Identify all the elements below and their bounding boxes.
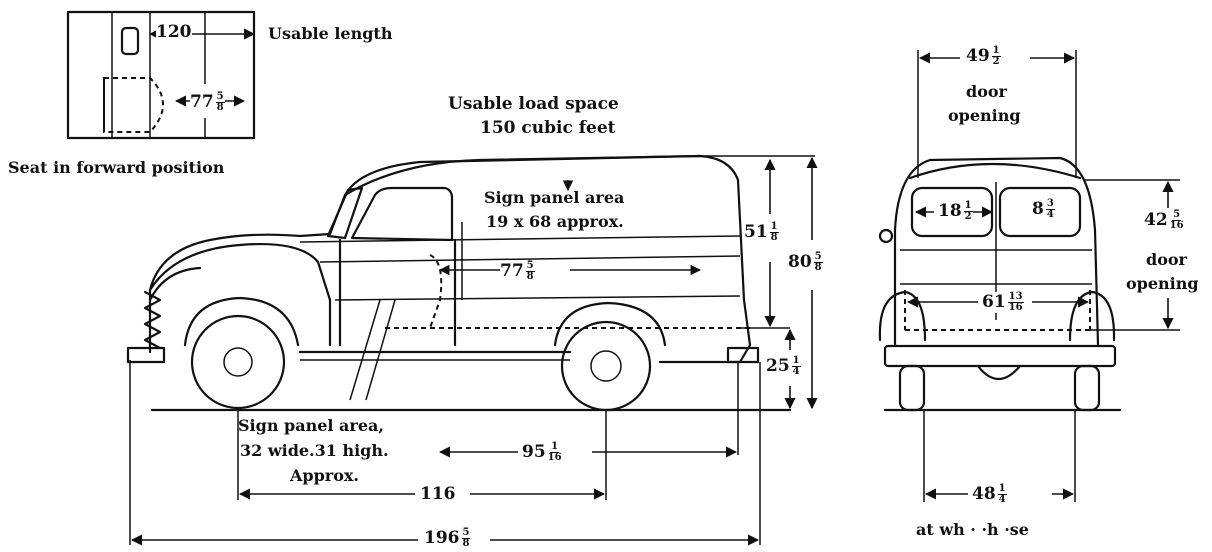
load-space-volume: 150 cubic feet xyxy=(480,118,616,138)
overall-length-den: 8 xyxy=(462,538,470,549)
door-height-num: 5 xyxy=(1172,209,1182,221)
door-height-label-line2: opening xyxy=(1126,274,1199,293)
inner-height-num: 1 xyxy=(769,221,779,233)
load-space-title: Usable load space xyxy=(448,94,619,114)
door-width-label-line2: opening xyxy=(948,106,1021,125)
rear-bottom-caption: at wh · ·h ·se xyxy=(916,520,1029,539)
overall-height-num: 5 xyxy=(813,251,823,263)
window-right-den: 4 xyxy=(1046,209,1054,220)
between-den: 4 xyxy=(998,494,1006,505)
overall-height-den: 8 xyxy=(814,262,822,273)
between-num: 1 xyxy=(997,483,1007,495)
inset-width-num: 5 xyxy=(215,91,225,103)
window-right-num: 3 xyxy=(1045,198,1055,210)
floor-height-num: 1 xyxy=(791,355,801,367)
overall-length-num: 5 xyxy=(461,527,471,539)
window-left-num: 1 xyxy=(963,200,973,212)
interior-length-den: 8 xyxy=(526,271,534,282)
door-width-den: 2 xyxy=(992,56,1000,67)
sign-panel-lower-line3: Approx. xyxy=(290,466,359,485)
floor-width-whole: 61 xyxy=(982,292,1006,312)
inner-height-den: 8 xyxy=(770,232,778,243)
inset-title: Usable length xyxy=(268,24,393,43)
door-width-whole: 49 xyxy=(966,46,990,66)
inset-width-whole: 77 xyxy=(190,92,214,112)
overall-length-whole: 196 xyxy=(424,528,460,548)
floor-length-num: 1 xyxy=(550,441,560,453)
door-height-label-line1: door xyxy=(1146,250,1187,269)
inset-width-den: 8 xyxy=(216,102,224,113)
floor-height-whole: 25 xyxy=(766,356,790,376)
between-whole: 48 xyxy=(972,484,996,504)
floor-length-whole: 95 xyxy=(522,442,546,462)
floor-width-num: 13 xyxy=(1007,291,1024,303)
floor-height-den: 4 xyxy=(792,366,800,377)
window-left-whole: 18 xyxy=(938,201,962,221)
sign-panel-upper-line1: Sign panel area xyxy=(484,188,625,207)
overall-height-whole: 80 xyxy=(788,252,812,272)
interior-length-num: 5 xyxy=(525,260,535,272)
inset-caption: Seat in forward position xyxy=(8,158,225,177)
side-view-panel-truck xyxy=(126,154,818,546)
inset-usable-length-value: 120 xyxy=(156,22,192,42)
window-left-den: 2 xyxy=(964,211,972,222)
interior-length-whole: 77 xyxy=(500,261,524,281)
door-width-label-line1: door xyxy=(966,82,1007,101)
sign-panel-lower-line2: 32 wide.31 high. xyxy=(240,441,389,460)
door-height-den: 16 xyxy=(1169,220,1184,231)
wheelbase-dimension: 116 xyxy=(420,484,456,504)
door-height-whole: 42 xyxy=(1144,210,1168,230)
sign-panel-lower-line1: Sign panel area, xyxy=(238,416,384,435)
door-width-num: 1 xyxy=(991,45,1001,57)
window-right-whole: 8 xyxy=(1032,199,1044,219)
sign-panel-upper-line2: 19 x 68 approx. xyxy=(486,212,624,231)
floor-length-den: 16 xyxy=(547,452,562,463)
inner-height-whole: 51 xyxy=(744,222,768,242)
floor-width-den: 16 xyxy=(1008,302,1023,313)
